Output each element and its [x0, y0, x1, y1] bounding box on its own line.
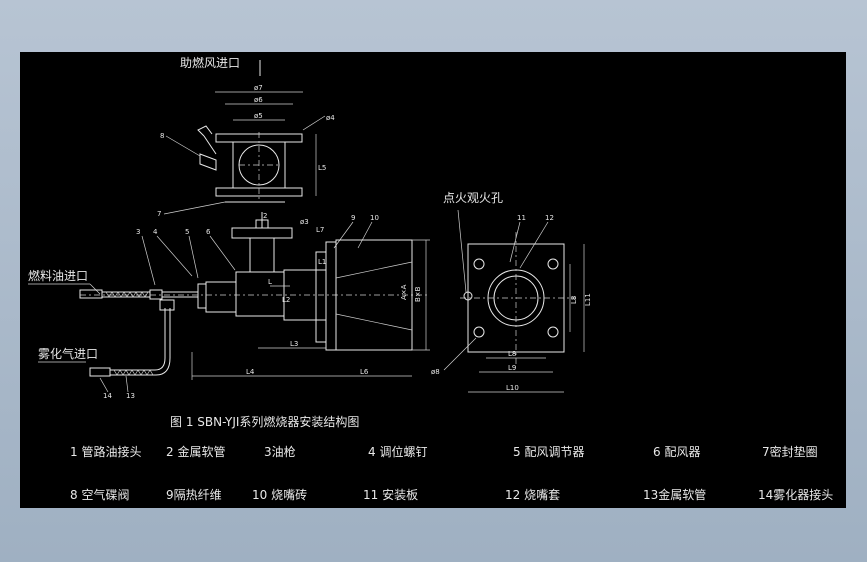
dim-AxA: A×A [400, 284, 408, 300]
label-ignition-hole: 点火观火孔 [443, 191, 503, 205]
legend-item-4: 4 调位螺钉 [368, 444, 427, 459]
drawing-canvas: 助燃风进口 ø7 ø6 ø5 ø4 8 L5 7 3 4 5 6 [20, 52, 846, 508]
callout-5: 5 [185, 228, 189, 236]
dim-phi6: ø6 [254, 96, 263, 104]
legend-item-6: 6 配风器 [653, 445, 700, 459]
label-air-inlet: 助燃风进口 [180, 55, 240, 70]
mounting-plate-view: 点火观火孔 11 12 L8 L11 L8 L9 L10 ø8 [431, 191, 592, 393]
dim-phi3: ø3 [300, 218, 309, 226]
dim-phi7: ø7 [254, 84, 263, 92]
legend-item-12: 12 烧嘴套 [505, 488, 560, 502]
callout-10: 10 [370, 214, 379, 222]
dim-L9: L9 [508, 364, 516, 372]
legend-item-9: 9隔热纤维 [166, 488, 222, 502]
callout-11: 11 [517, 214, 526, 222]
callout-12: 12 [545, 214, 554, 222]
legend-item-5: 5 配风调节器 [513, 445, 584, 459]
callout-4: 4 [153, 228, 158, 236]
dim-L8-right: L8 [570, 296, 578, 304]
dim-L4: L4 [246, 368, 255, 376]
dim-L11: L11 [584, 293, 592, 306]
dim-L10: L10 [506, 384, 519, 392]
dim-L7: L7 [316, 226, 324, 234]
dim-BxB: B×B [414, 286, 422, 302]
dim-L6: L6 [360, 368, 369, 376]
legend-item-1: 1 管路油接头 [70, 444, 141, 459]
dim-L1: L1 [318, 258, 326, 266]
callout-3: 3 [136, 228, 140, 236]
legend-item-2: 2 金属软管 [166, 444, 225, 459]
dim-phi5: ø5 [254, 112, 263, 120]
callout-8: 8 [160, 132, 164, 140]
burner-installation-drawing: 助燃风进口 ø7 ø6 ø5 ø4 8 L5 7 3 4 5 6 [28, 55, 833, 502]
legend-item-10: 10 烧嘴砖 [252, 487, 307, 502]
dim-L2: L2 [282, 296, 290, 304]
callout-9: 9 [351, 214, 355, 222]
dim-L: L [268, 278, 272, 286]
label-fuel-inlet: 燃料油进口 [28, 268, 88, 283]
dim-L3: L3 [290, 340, 298, 348]
legend-item-8: 8 空气碟阀 [70, 487, 129, 502]
legend: 1 管路油接头 2 金属软管 3油枪 4 调位螺钉 5 配风调节器 6 配风器 … [70, 444, 833, 502]
callout-13: 13 [126, 392, 135, 400]
air-butterfly-valve-view: 助燃风进口 ø7 ø6 ø5 ø4 8 L5 7 [157, 55, 335, 218]
dim-phi8: ø8 [431, 368, 440, 376]
legend-item-11: 11 安装板 [363, 487, 418, 502]
callout-6: 6 [206, 228, 211, 236]
dim-L8-bottom: L8 [508, 350, 516, 358]
legend-item-13: 13金属软管 [643, 487, 706, 502]
legend-item-7: 7密封垫圈 [762, 444, 818, 459]
label-atomizing-inlet: 雾化气进口 [38, 346, 98, 361]
legend-item-3: 3油枪 [264, 444, 296, 459]
legend-item-14: 14雾化器接头 [758, 487, 833, 502]
burner-side-view: 3 4 5 6 2 ø3 L7 9 10 燃料油进口 雾化气进口 14 13 [28, 212, 430, 400]
callout-7: 7 [157, 210, 161, 218]
dim-L5: L5 [318, 164, 326, 172]
dim-phi4: ø4 [326, 114, 335, 122]
callout-14: 14 [103, 392, 112, 400]
figure-caption: 图 1 SBN-YJI系列燃烧器安装结构图 [170, 414, 359, 429]
callout-2: 2 [263, 212, 267, 220]
